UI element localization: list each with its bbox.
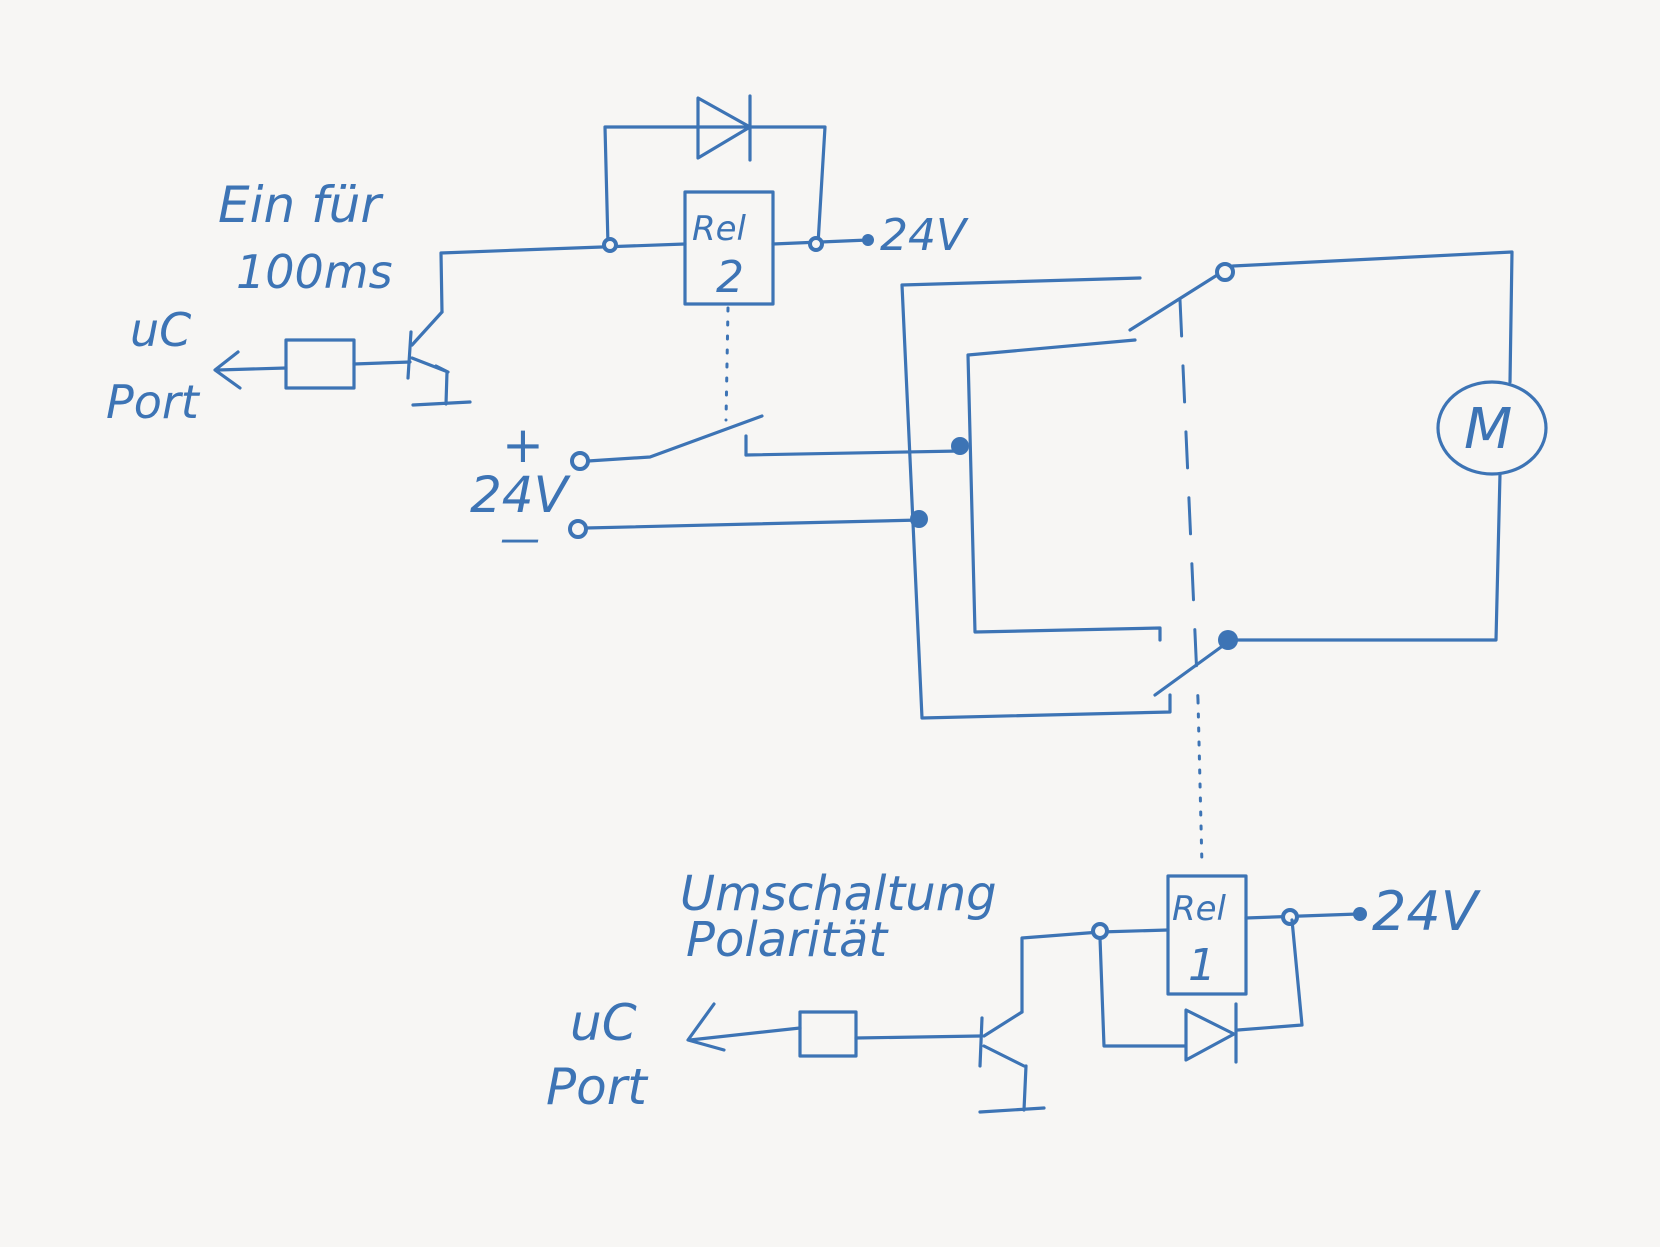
- relay-2-name: Rel: [692, 209, 747, 249]
- relay-1-coil-box: [1166, 874, 1248, 996]
- relay-2-base-wire: [216, 360, 412, 372]
- motor-label: M: [1464, 397, 1512, 462]
- relay-1-supply-label: 24V: [1372, 880, 1482, 943]
- supply-switch: + 24V —: [470, 414, 962, 562]
- minus-rail: [584, 518, 922, 530]
- relay-1-name: Rel: [1172, 889, 1227, 929]
- relay-1-port-arrow-icon: [686, 1002, 726, 1052]
- relay-1-transistor-icon: [978, 1010, 1046, 1114]
- relay-2-coil-box: [683, 190, 775, 306]
- relay-1-diode-loop: [1098, 918, 1304, 1048]
- relay-1-upper-blade: [1128, 270, 1224, 332]
- relay-1-mechanical-link-upper: [1178, 298, 1200, 702]
- minus-junction: [910, 510, 928, 528]
- polarity-network: [900, 262, 1238, 868]
- relay-2-number: 2: [716, 252, 744, 303]
- relay-2-switch-blade: [586, 414, 764, 463]
- relay-2-diode-loop: [603, 125, 827, 247]
- port-label-top: Port: [106, 375, 201, 429]
- upper-common-terminal: [1215, 262, 1235, 282]
- relay-2-base-resistor: [284, 338, 356, 390]
- outer-loop-wire: [900, 276, 1172, 720]
- relay-1-feed-wire: [1020, 912, 1360, 1014]
- relay-2-mechanical-link: [724, 306, 730, 422]
- relay-2-diode-icon: [696, 94, 752, 162]
- relay-2-transistor-icon: [406, 310, 472, 407]
- relay-2-node-left: [602, 237, 618, 253]
- relay-1-node-right: [1281, 908, 1299, 926]
- relay-2-port-arrow-icon: [213, 350, 242, 390]
- relay-1-supply-terminal: [1353, 907, 1367, 921]
- relay-1-number: 1: [1188, 940, 1216, 991]
- relay-1-diode-icon: [1184, 1002, 1238, 1064]
- polaritaet-label: Polarität: [686, 912, 889, 968]
- port-label-bottom: Port: [546, 1058, 649, 1116]
- motor-upper-wire: [1231, 250, 1514, 384]
- relay-2-circuit: 24V Rel 2 uC Port Ein für 100ms: [106, 94, 969, 429]
- uc-label-bottom: uC: [570, 994, 637, 1052]
- relay-1-node-left: [1091, 922, 1109, 940]
- umschaltung-label: Umschaltung: [680, 866, 997, 922]
- relay-1-lower-blade: [1153, 640, 1230, 697]
- duration-label: 100ms: [236, 245, 393, 299]
- supply-plus-terminal: [570, 451, 590, 471]
- relay-2-supply-terminal: [862, 234, 874, 246]
- plus-junction: [951, 437, 969, 455]
- relay-1-base-resistor: [798, 1010, 858, 1058]
- motor-symbol-icon: [1436, 380, 1548, 476]
- ein-fuer-label: Ein für: [218, 176, 384, 234]
- relay-1-base-wire: [688, 1026, 982, 1042]
- relay-2-supply-label: 24V: [880, 210, 969, 261]
- relay-2-node-right: [808, 236, 824, 252]
- inner-loop-wire: [966, 338, 1162, 642]
- plus-rail: [744, 449, 962, 457]
- relay-1-circuit: Rel 1 24V uC Port Umschaltung Polarität: [546, 866, 1482, 1116]
- lower-common-terminal: [1218, 630, 1238, 650]
- motor-circuit: M: [1231, 250, 1548, 642]
- supply-minus-terminal: [568, 519, 588, 539]
- relay-1-mechanical-link-lower: [1196, 698, 1204, 868]
- minus-sign: —: [500, 516, 540, 562]
- motor-lower-wire: [1234, 472, 1502, 642]
- plus-sign: +: [502, 416, 544, 474]
- relay-2-feed-wire: [439, 238, 870, 314]
- supply-voltage-label: 24V: [470, 466, 572, 524]
- uc-label-top: uC: [130, 303, 191, 357]
